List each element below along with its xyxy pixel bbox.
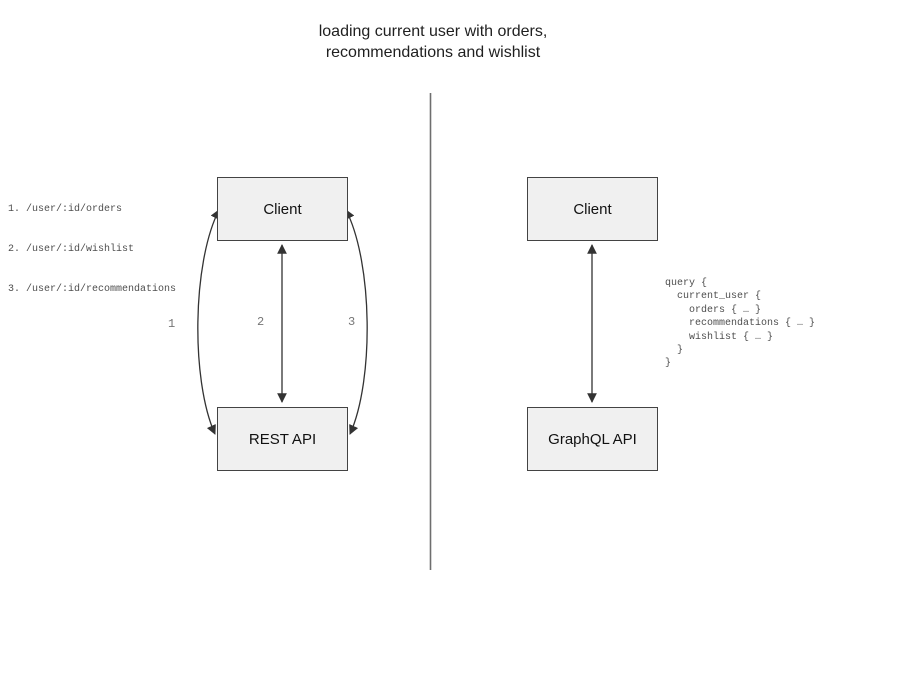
graphql-client-box: Client — [527, 177, 658, 241]
rest-api-box: REST API — [217, 407, 348, 471]
rest-endpoint-recommendations: 3. /user/:id/recommendations — [8, 284, 177, 296]
rest-client-box: Client — [217, 177, 348, 241]
graphql-api-box: GraphQL API — [527, 407, 658, 471]
rest-arrow-label-3: 3 — [348, 315, 356, 329]
rest-client-label: Client — [263, 200, 302, 218]
rest-arrow-orders — [197, 209, 220, 435]
rest-arrow-label-2: 2 — [257, 315, 265, 329]
graphql-api-label: GraphQL API — [548, 430, 637, 448]
rest-endpoints-list: 1. /user/:id/orders 2. /user/:id/wishlis… — [8, 176, 176, 323]
rest-api-label: REST API — [248, 430, 317, 448]
rest-arrow-label-1: 1 — [168, 317, 176, 331]
graphql-query-code: query { current_user { orders { … } reco… — [665, 278, 816, 370]
rest-endpoint-orders: 1. /user/:id/orders — [8, 203, 123, 215]
graphql-client-label: Client — [573, 200, 612, 218]
rest-endpoint-wishlist: 2. /user/:id/wishlist — [8, 244, 135, 256]
diagram-title: loading current user with orders, recomm… — [318, 23, 548, 61]
